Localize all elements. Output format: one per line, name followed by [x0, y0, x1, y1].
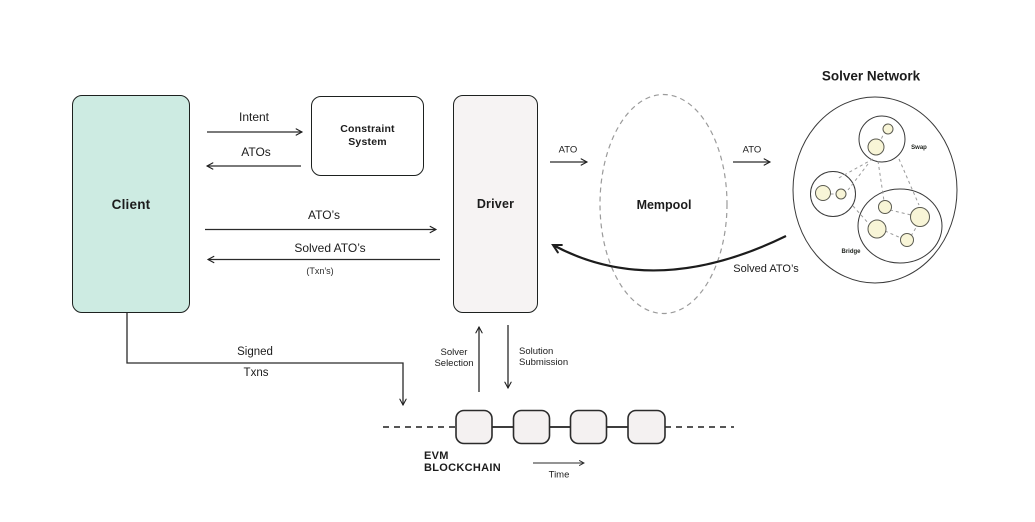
- solver-node: [867, 138, 885, 156]
- driver-node: Driver: [453, 95, 538, 313]
- solution-submission-label: Solution Submission: [519, 346, 569, 369]
- signed-label: Signed: [237, 346, 273, 358]
- solver-node: [882, 123, 894, 135]
- solver-network-title: Solver Network: [821, 68, 921, 84]
- solver-node: [815, 185, 831, 201]
- solver-node: [878, 200, 892, 214]
- blockchain-block: [512, 409, 551, 445]
- swap-cluster-label: Swap: [911, 145, 927, 151]
- ato-to-mempool-label: ATO: [558, 144, 578, 156]
- solved-atos-curve-label: Solved ATO’s: [733, 263, 799, 275]
- solved-atos-note-label: (Txn’s): [306, 266, 334, 276]
- atos-to-driver-label: ATO’s: [307, 208, 341, 222]
- txns-label: Txns: [243, 367, 269, 379]
- solver-node: [910, 207, 930, 227]
- solver-selection-label: Solver Selection: [434, 346, 474, 369]
- driver-label: Driver: [476, 197, 515, 211]
- blockchain-block: [455, 409, 493, 445]
- swap-cluster-circle: [858, 115, 906, 163]
- signed-txns-arrow: [126, 313, 407, 407]
- bridge-cluster-label: Bridge: [841, 249, 861, 255]
- mempool-ellipse: [599, 93, 728, 315]
- blockchain-block: [569, 409, 608, 445]
- client-label: Client: [111, 196, 151, 212]
- evm-blockchain-label: EVM BLOCKCHAIN: [424, 450, 501, 475]
- solver-links: [830, 132, 920, 239]
- solved-atos-label: Solved ATO’s: [294, 241, 366, 255]
- solver-nodes: [815, 123, 930, 247]
- ato-to-solver-label: ATO: [742, 144, 762, 156]
- time-label: Time: [548, 469, 570, 481]
- intent-label: Intent: [238, 110, 270, 124]
- constraint-system-label: Constraint System: [340, 122, 395, 148]
- client-node: Client: [72, 95, 190, 313]
- solver-node: [835, 188, 847, 200]
- solver-network-group: [792, 96, 958, 284]
- mempool-label: Mempool: [636, 198, 692, 212]
- atos-label: ATOs: [241, 145, 271, 159]
- constraint-system-node: Constraint System: [311, 96, 424, 176]
- solver-node: [867, 219, 887, 239]
- solver-node: [900, 233, 914, 247]
- solved-atos-curve-arrow: [551, 235, 787, 272]
- blockchain-block: [627, 409, 666, 445]
